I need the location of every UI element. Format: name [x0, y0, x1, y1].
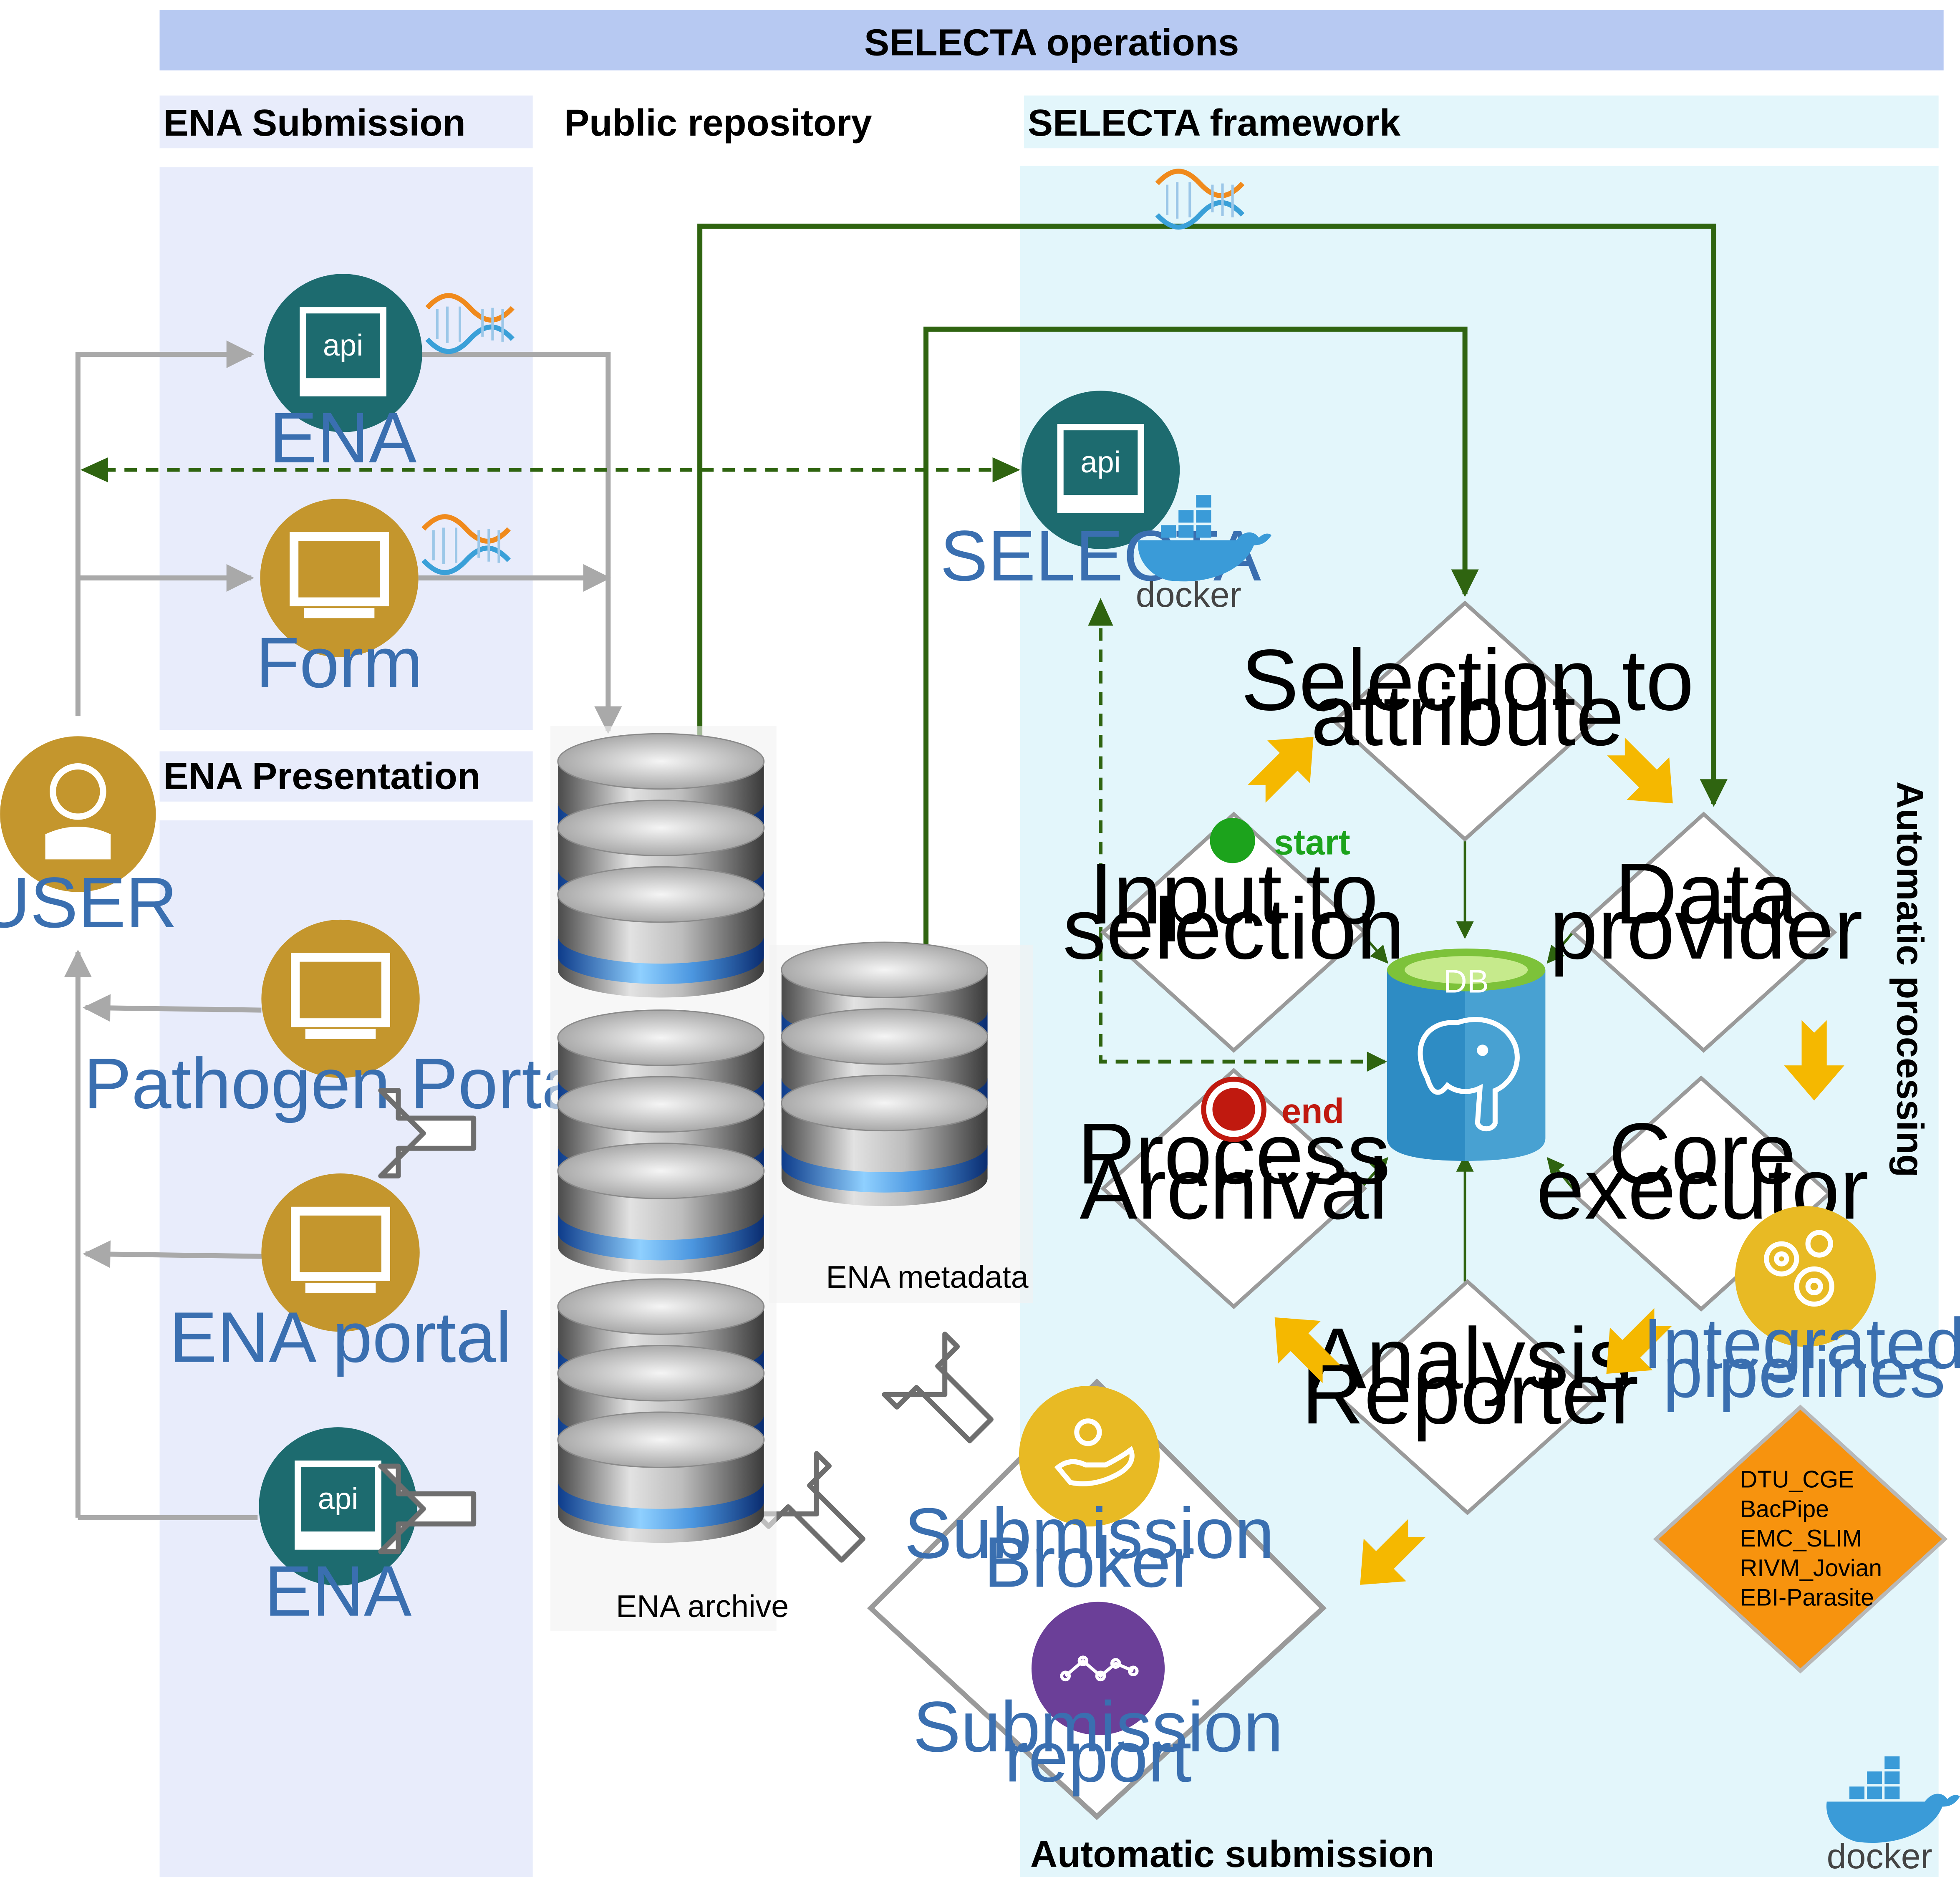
- integrated-pipelines-node[interactable]: Integrated pipelines: [1643, 1206, 1960, 1413]
- diamond-line2: Archival: [1080, 1140, 1388, 1237]
- diamond-line2: Reporter: [1302, 1345, 1639, 1442]
- end-marker: end: [1201, 1077, 1344, 1142]
- ena-metadata-database: ENA metadata: [769, 941, 1033, 1303]
- pipeline-item: DTU_CGE: [1740, 1466, 1854, 1493]
- section-automatic-processing: Automatic processing: [1889, 782, 1931, 1177]
- end-label: end: [1281, 1092, 1344, 1131]
- database-disk: [781, 1075, 989, 1206]
- diamond-line1: Data: [1614, 845, 1798, 942]
- database-disk: [557, 1411, 765, 1543]
- user-connectors: [64, 340, 622, 1520]
- diamond-line1: Analysis: [1309, 1310, 1631, 1407]
- submission-report-label-2: report: [1004, 1717, 1191, 1797]
- submission-report-node[interactable]: Submission report: [913, 1602, 1283, 1797]
- pipeline-item: BacPipe: [1740, 1496, 1829, 1522]
- selecta-framework-header-bg: [1024, 95, 1939, 149]
- user-label: USER: [0, 863, 177, 943]
- pathogen-portal-label: Pathogen Portal: [84, 1044, 598, 1123]
- api-icon-text: api: [323, 329, 363, 362]
- ena-metadata-label: ENA metadata: [826, 1259, 1028, 1294]
- pipeline-item: RIVM_Jovian: [1740, 1555, 1882, 1582]
- data-provider-diamond[interactable]: Data provider: [1549, 811, 1863, 1053]
- database-disk: [557, 1143, 765, 1274]
- title-bar: [159, 10, 1944, 71]
- api-icon-text: api: [1080, 446, 1120, 479]
- db-to-selecta-dashed-link: [1099, 623, 1385, 1064]
- diamond-line2: attribute: [1311, 667, 1624, 764]
- form-node[interactable]: Form: [256, 499, 423, 703]
- diamond-line2: selection: [1063, 880, 1405, 977]
- chart-line-icon: [1060, 1655, 1139, 1682]
- ena-archive-label: ENA archive: [616, 1589, 789, 1624]
- dashed-arrowhead-right: [992, 457, 1020, 483]
- dashed-arrowhead-up: [1088, 598, 1113, 626]
- submission-broker-label-2: Broker: [984, 1523, 1195, 1602]
- ena-archive-database: ENA archive: [550, 726, 789, 1631]
- automatic-submission-diamond: [867, 1378, 1327, 1820]
- ena-portal-node[interactable]: ENA portal: [169, 1173, 512, 1377]
- ena-api-bottom-node[interactable]: api ENA: [259, 1427, 417, 1631]
- metadata-to-selection-line: [923, 326, 1479, 945]
- docker-label: docker: [1827, 1837, 1932, 1876]
- submission-report-label-1: Submission: [913, 1687, 1283, 1767]
- ena-api-node[interactable]: api ENA: [264, 274, 422, 478]
- docker-logo: docker: [1136, 495, 1271, 614]
- section-automatic-submission: Automatic submission: [1030, 1833, 1434, 1875]
- selection-to-attribute-diamond[interactable]: Selection to attribute: [1241, 600, 1694, 842]
- integrated-pipelines-label-1: Integrated: [1643, 1304, 1960, 1384]
- pathogen-portal-node[interactable]: Pathogen Portal: [84, 919, 598, 1124]
- hand-gear-icon: [1054, 1418, 1135, 1486]
- analysis-reporter-diamond[interactable]: Analysis Reporter: [1302, 1279, 1639, 1515]
- form-label: Form: [256, 623, 423, 703]
- database-disk: [557, 866, 765, 998]
- elephant-icon: [1418, 1017, 1520, 1131]
- diamond-line1: Selection to: [1241, 632, 1694, 729]
- integrated-pipelines-label-2: pipelines: [1663, 1333, 1945, 1413]
- pipeline-item: EMC_SLIM: [1740, 1525, 1862, 1552]
- postgres-db[interactable]: DB: [1387, 949, 1546, 1161]
- db-label: DB: [1443, 963, 1489, 999]
- archive-to-data-provider-line: [697, 223, 1728, 807]
- diamond-line1: Core: [1609, 1105, 1796, 1202]
- submission-broker-node[interactable]: Submission Broker: [904, 1385, 1274, 1602]
- section-ena-presentation: ENA Presentation: [164, 755, 480, 797]
- section-public-repository: Public repository: [564, 102, 872, 144]
- db-input-arrows: [1360, 839, 1574, 1282]
- ena-api-bottom-label: ENA: [265, 1552, 412, 1631]
- user-node[interactable]: USER: [0, 736, 177, 943]
- ena-api-label: ENA: [270, 398, 417, 478]
- docker-logo-bottom: docker: [1826, 1756, 1960, 1876]
- submission-broker-label-1: Submission: [904, 1494, 1274, 1573]
- ena-submission-header-bg: [159, 95, 533, 149]
- gears-icon: [1764, 1230, 1834, 1307]
- input-to-selection-diamond[interactable]: Input to selection: [1063, 811, 1405, 1053]
- start-marker: start: [1210, 817, 1350, 863]
- section-ena-submission: ENA Submission: [164, 102, 466, 144]
- start-label: start: [1274, 822, 1350, 862]
- dashed-arrowhead-db: [1367, 1051, 1387, 1072]
- docker-label: docker: [1136, 575, 1241, 614]
- up-left-arrow-icon: [884, 1334, 1010, 1460]
- process-archival-diamond[interactable]: Process Archival: [1077, 1068, 1390, 1309]
- section-selecta-framework: SELECTA framework: [1028, 102, 1401, 144]
- page-title: SELECTA operations: [864, 21, 1239, 63]
- core-executor-diamond[interactable]: Core executor: [1536, 1075, 1869, 1312]
- ena-presentation-header-bg: [159, 751, 533, 802]
- user-icon: [45, 763, 111, 860]
- ena-portal-label: ENA portal: [169, 1298, 512, 1377]
- api-icon-text: api: [318, 1482, 358, 1516]
- pipeline-item: EBI-Parasite: [1740, 1584, 1874, 1611]
- diamond-line2: provider: [1549, 880, 1862, 977]
- dashed-arrowhead-left: [80, 457, 108, 483]
